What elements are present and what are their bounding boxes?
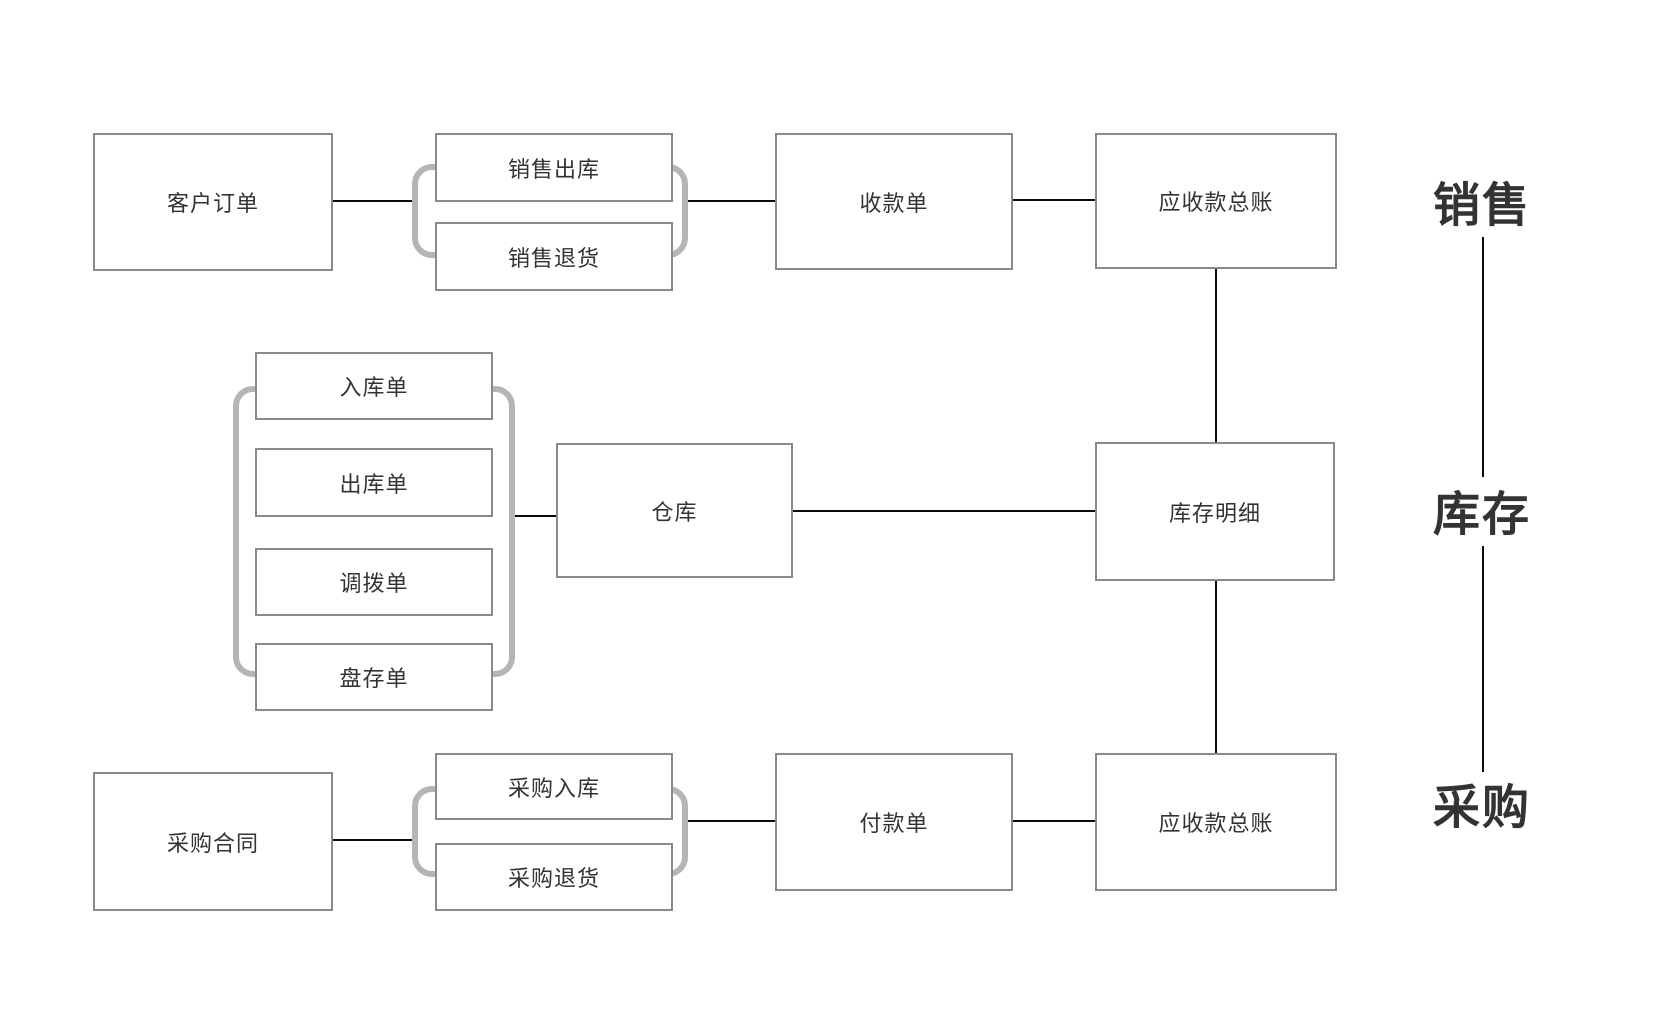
node-label: 付款单: [859, 811, 929, 836]
connector-inventory-label-to-purchase-label: [1482, 546, 1484, 772]
node-label: 仓库: [651, 499, 698, 525]
node-label: 库存明细: [1168, 500, 1261, 526]
node-receivable-ledger-top[interactable]: 应收款总账: [1095, 133, 1337, 269]
node-inbound-note[interactable]: 入库单: [255, 352, 493, 420]
node-purchase-return[interactable]: 采购退货: [435, 843, 673, 911]
node-label: 采购合同: [166, 830, 259, 856]
node-customer-order[interactable]: 客户订单: [93, 133, 333, 271]
node-purchase-contract[interactable]: 采购合同: [93, 772, 333, 911]
connector-purchase-contract-to-purchase-group: [333, 839, 412, 841]
node-sales-outbound[interactable]: 销售出库: [435, 133, 673, 202]
connector-customer-order-to-sales-group: [333, 200, 412, 202]
section-label-inventory: 库存: [1433, 487, 1531, 541]
connector-sales-label-to-inventory-label: [1482, 237, 1484, 477]
node-label: 采购入库: [507, 775, 600, 801]
node-label: 客户订单: [166, 191, 259, 216]
connector-inventory-detail-to-receivable-ledger-bottom: [1215, 581, 1217, 753]
node-label: 入库单: [339, 375, 409, 400]
node-label: 销售退货: [507, 245, 600, 271]
section-label-purchase: 采购: [1433, 780, 1531, 834]
node-label: 出库单: [339, 471, 409, 497]
node-receivable-ledger-bottom[interactable]: 应收款总账: [1095, 753, 1337, 891]
node-label: 采购退货: [507, 866, 600, 891]
node-label: 应收款总账: [1158, 811, 1274, 836]
connector-purchase-group-to-payment: [688, 820, 775, 822]
node-label: 盘存单: [339, 666, 409, 691]
node-payment-note[interactable]: 付款单: [775, 753, 1013, 891]
section-label-sales: 销售: [1433, 178, 1531, 232]
connector-warehouse-to-inventory-detail: [793, 510, 1095, 512]
connector-sales-group-to-receipt: [688, 200, 775, 202]
node-label: 收款单: [859, 190, 929, 216]
node-purchase-inbound[interactable]: 采购入库: [435, 753, 673, 820]
connector-payment-to-receivable-ledger-bottom: [1013, 820, 1095, 822]
connector-warehouse-group-to-warehouse: [515, 515, 556, 517]
node-transfer-note[interactable]: 调拨单: [255, 548, 493, 616]
node-receipt-note[interactable]: 收款单: [775, 133, 1013, 270]
node-label: 应收款总账: [1158, 190, 1274, 215]
node-label: 调拨单: [339, 571, 409, 596]
node-inventory-detail[interactable]: 库存明细: [1095, 442, 1335, 581]
warehouse-group-bracket: [233, 386, 515, 677]
node-stocktake-note[interactable]: 盘存单: [255, 643, 493, 711]
node-label: 销售出库: [507, 156, 600, 182]
connector-receipt-to-receivable-ledger: [1013, 199, 1095, 201]
node-outbound-note[interactable]: 出库单: [255, 448, 493, 517]
node-sales-return[interactable]: 销售退货: [435, 222, 673, 291]
node-warehouse[interactable]: 仓库: [556, 443, 793, 578]
connector-receivable-ledger-to-inventory-detail: [1215, 269, 1217, 442]
